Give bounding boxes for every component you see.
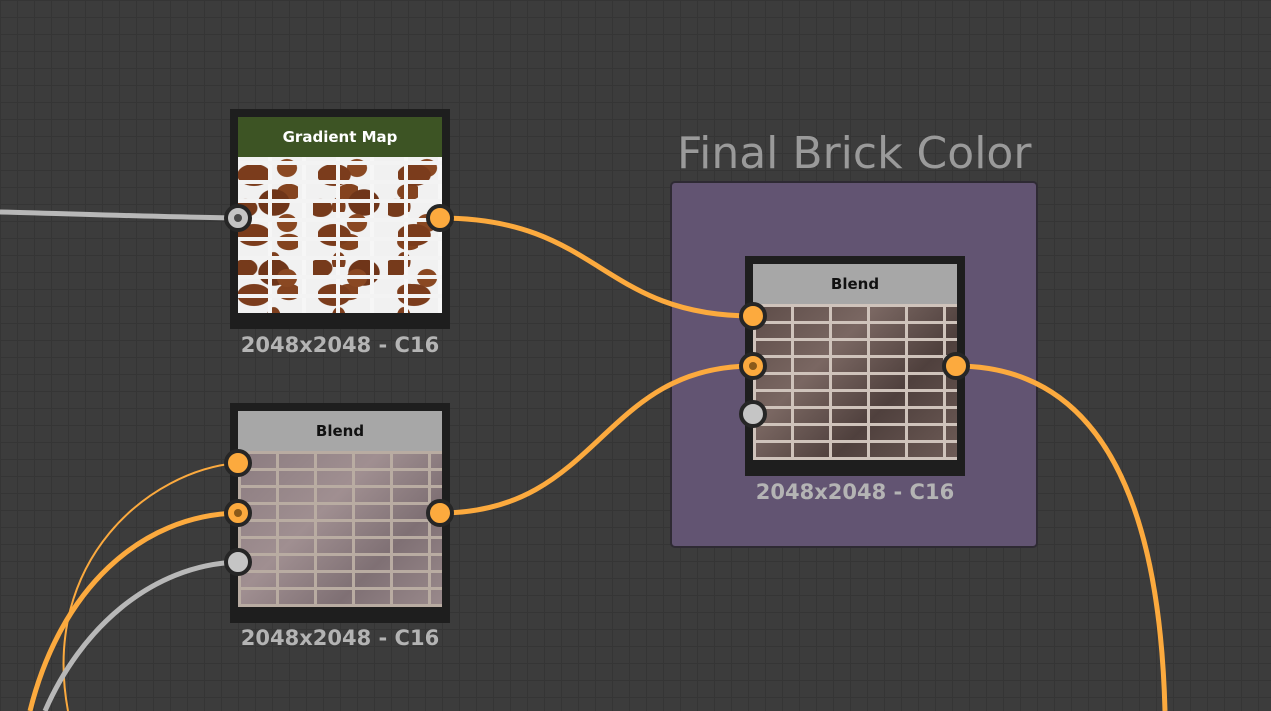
node-thumbnail — [238, 451, 442, 607]
node-blend-final[interactable]: Blend — [745, 256, 965, 476]
input-port-foreground[interactable] — [224, 449, 252, 477]
input-port-background[interactable] — [224, 499, 252, 527]
node-thumbnail — [238, 157, 442, 313]
node-gradient-map[interactable]: Gradient Map — [230, 109, 450, 329]
node-thumbnail — [753, 304, 957, 460]
node-header-title: Blend — [753, 264, 957, 304]
node-blend-left[interactable]: Blend — [230, 403, 450, 623]
output-port-color[interactable] — [426, 499, 454, 527]
frame-title[interactable]: Final Brick Color — [677, 128, 1032, 179]
input-port-opacity[interactable] — [224, 548, 252, 576]
input-port-opacity[interactable] — [739, 400, 767, 428]
wire-thin-into-blend-left[interactable] — [62, 462, 239, 711]
node-header-title: Gradient Map — [238, 117, 442, 157]
input-port-background[interactable] — [739, 352, 767, 380]
output-port-color[interactable] — [426, 204, 454, 232]
output-port-color[interactable] — [942, 352, 970, 380]
node-resolution-label: 2048x2048 - C16 — [240, 626, 440, 650]
node-header-title: Blend — [238, 411, 442, 451]
wire-thick-into-blend-left[interactable] — [27, 510, 239, 711]
node-resolution-label: 2048x2048 - C16 — [755, 480, 955, 504]
input-port-foreground[interactable] — [739, 302, 767, 330]
wire-gray-into-gradient-map[interactable] — [0, 209, 239, 221]
input-port-grayscale[interactable] — [224, 204, 252, 232]
node-resolution-label: 2048x2048 - C16 — [240, 333, 440, 357]
wire-gray-into-blend-left[interactable] — [42, 559, 239, 711]
